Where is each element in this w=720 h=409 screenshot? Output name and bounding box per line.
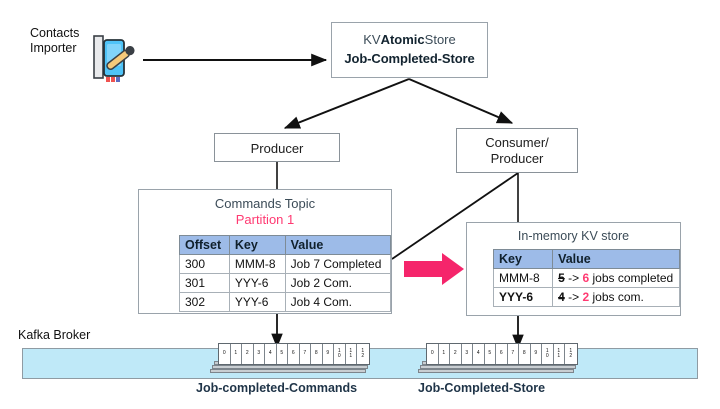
line-store-to-consumer <box>408 78 514 124</box>
cell-value: 4 -> 2 jobs com. <box>552 287 680 307</box>
importer-label-line2: Importer <box>30 41 77 55</box>
pink-block-arrow-icon <box>404 253 464 285</box>
partition-cell: 2 <box>450 344 462 364</box>
partition-cell: 2 <box>242 344 254 364</box>
cell-key: YYY-6 <box>492 287 554 307</box>
partition-cell: 1 <box>439 344 450 364</box>
arrow-text: -> <box>568 271 580 285</box>
partition-cell: 0 <box>219 344 231 364</box>
consumer-label-line2: Producer <box>490 151 544 166</box>
cell-offset: 301 <box>179 273 230 293</box>
partition-cell: 7 <box>300 344 311 364</box>
producer-box[interactable]: Producer <box>214 133 340 162</box>
new-value: 6 <box>582 271 590 285</box>
column-header-value: Value <box>284 235 392 255</box>
cell-offset: 302 <box>179 292 230 312</box>
partition-cell: 0 <box>427 344 439 364</box>
partition-cell: 9 <box>323 344 334 364</box>
old-value: 4 <box>558 290 565 304</box>
partition-cell: 4 <box>265 344 277 364</box>
value-suffix: jobs completed <box>592 271 674 285</box>
old-value: 5 <box>558 271 565 285</box>
cell-key: MMM-8 <box>492 268 554 288</box>
partition-cell: 8 <box>519 344 531 364</box>
commands-topic-table: Offset Key Value 300 MMM-8 Job 7 Complet… <box>179 235 392 312</box>
producer-label: Producer <box>250 141 304 156</box>
kafka-broker-label: Kafka Broker <box>18 328 91 342</box>
partition-cell: 5 <box>485 344 496 364</box>
kv-store-subtitle: Job-Completed-Store <box>344 51 475 66</box>
kv-title-suffix: Store <box>424 32 456 47</box>
partition-cell: 5 <box>277 344 288 364</box>
partition-cell: 6 <box>288 344 300 364</box>
importer-label-line1: Contacts <box>30 26 80 40</box>
cell-key: MMM-8 <box>228 254 286 274</box>
commands-topic-partition: Partition 1 <box>235 212 295 227</box>
arrow-text: -> <box>568 290 580 304</box>
cell-key: YYY-6 <box>228 273 286 293</box>
column-header-value: Value <box>552 249 680 269</box>
partition-label-commands: Job-completed-Commands <box>196 381 358 395</box>
partition-cell: 1 <box>231 344 242 364</box>
partition-cell: 8 <box>311 344 323 364</box>
column-header-key: Key <box>492 249 554 269</box>
table-row: 301 YYY-6 Job 2 Com. <box>179 273 392 293</box>
value-suffix: jobs com. <box>592 290 644 304</box>
kv-atomic-store-box[interactable]: KVAtomicStore Job-Completed-Store <box>331 22 488 78</box>
cell-value: 5 -> 6 jobs completed <box>552 268 680 288</box>
table-header-row: Key Value <box>492 249 680 269</box>
table-header-row: Offset Key Value <box>179 235 392 255</box>
column-header-offset: Offset <box>179 235 230 255</box>
partition-label-store: Job-Completed-Store <box>418 381 546 395</box>
partition-cell: 3 <box>254 344 265 364</box>
partition-cell: 9 <box>531 344 542 364</box>
table-row: YYY-6 4 -> 2 jobs com. <box>492 287 680 307</box>
in-memory-kv-store-panel: In-memory KV store Key Value MMM-8 5 -> … <box>466 222 681 316</box>
kv-title-prefix: KV <box>363 32 381 47</box>
partition-cell: 6 <box>496 344 508 364</box>
partition-cell: 7 <box>508 344 519 364</box>
cell-value: Job 2 Com. <box>284 273 392 293</box>
cell-key: YYY-6 <box>228 292 286 312</box>
commands-topic-panel: Commands Topic Partition 1 Offset Key Va… <box>138 189 392 314</box>
kv-store-title: KVAtomicStore <box>332 32 487 47</box>
kv-title-bold: Atomic <box>380 32 425 47</box>
table-row: MMM-8 5 -> 6 jobs completed <box>492 268 680 288</box>
table-row: 302 YYY-6 Job 4 Com. <box>179 292 392 312</box>
in-memory-store-title: In-memory KV store <box>517 229 630 243</box>
line-consumer-to-broker <box>391 172 519 260</box>
table-row: 300 MMM-8 Job 7 Completed <box>179 254 392 274</box>
consumer-label-line1: Consumer/ <box>485 135 549 150</box>
consumer-producer-label: Consumer/ Producer <box>457 129 577 167</box>
consumer-producer-box[interactable]: Consumer/ Producer <box>456 128 578 173</box>
commands-topic-title: Commands Topic <box>214 196 316 211</box>
new-value: 2 <box>582 290 590 304</box>
in-memory-kv-table: Key Value MMM-8 5 -> 6 jobs completed YY… <box>492 249 680 307</box>
cell-value: Job 7 Completed <box>284 254 392 274</box>
contacts-importer-icon <box>93 35 135 82</box>
partition-cell: 3 <box>462 344 473 364</box>
cell-value: Job 4 Com. <box>284 292 392 312</box>
line-store-to-producer <box>283 78 410 129</box>
column-header-key: Key <box>228 235 286 255</box>
cell-offset: 300 <box>179 254 230 274</box>
importer-label: Contacts Importer <box>30 26 79 56</box>
partition-cell: 4 <box>473 344 485 364</box>
